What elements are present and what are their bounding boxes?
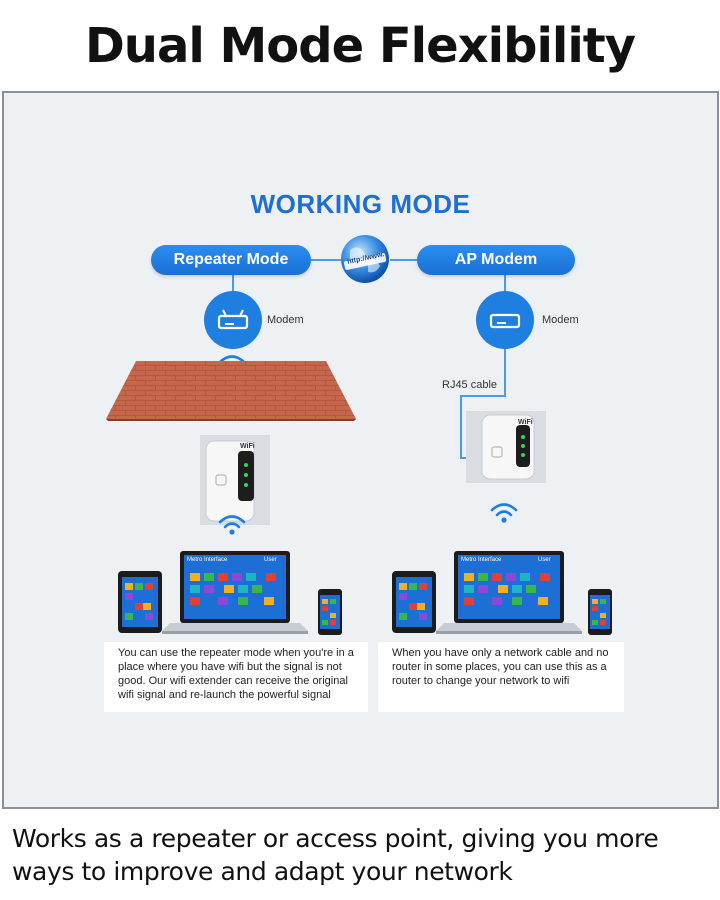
cable-line (504, 347, 506, 397)
connector-line (232, 273, 234, 293)
wifi-signal-icon (490, 503, 518, 523)
wifi-signal-icon (218, 515, 246, 535)
device-group (118, 551, 342, 635)
brick-wall (106, 361, 356, 421)
working-mode-title: WORKING MODE (250, 189, 471, 219)
modem-label: Modem (267, 314, 304, 326)
headline: Dual Mode Flexibility (84, 18, 636, 74)
screen-user: User (538, 557, 551, 563)
rj45-cable-label: RJ45 cable (442, 379, 498, 391)
device-group (392, 551, 612, 635)
tablet (118, 571, 162, 633)
repeater-mode-pill: Repeater Mode (151, 245, 311, 275)
screen-title: Metro Interface (187, 557, 228, 563)
connector-line (504, 273, 506, 293)
footer-caption: Works as a repeater or access point, giv… (12, 824, 659, 886)
modem-icon (476, 291, 534, 349)
repeater-description: You can use the repeater mode when you'r… (104, 642, 368, 712)
extender-brand-text: WiFi (518, 419, 533, 426)
ap-description: When you have only a network cable and n… (378, 642, 624, 712)
wifi-extender (466, 411, 546, 483)
phone (588, 589, 612, 635)
laptop (162, 551, 308, 634)
working-mode-panel: WORKING MODE Repeater Mode AP Modem http… (2, 91, 719, 809)
phone (318, 589, 342, 635)
tablet (392, 571, 436, 633)
ap-modem-pill: AP Modem (417, 245, 575, 275)
laptop (436, 551, 582, 634)
modem-icon (204, 291, 262, 349)
screen-title: Metro Interface (461, 557, 502, 563)
extender-brand-text: WiFi (240, 443, 255, 450)
cable-line (460, 395, 506, 397)
screen-user: User (264, 557, 277, 563)
connector-line (390, 259, 420, 261)
globe-icon (341, 235, 389, 283)
modem-label: Modem (542, 314, 579, 326)
cable-line (460, 395, 462, 459)
wifi-extender (200, 435, 270, 525)
connector-line (309, 259, 341, 261)
